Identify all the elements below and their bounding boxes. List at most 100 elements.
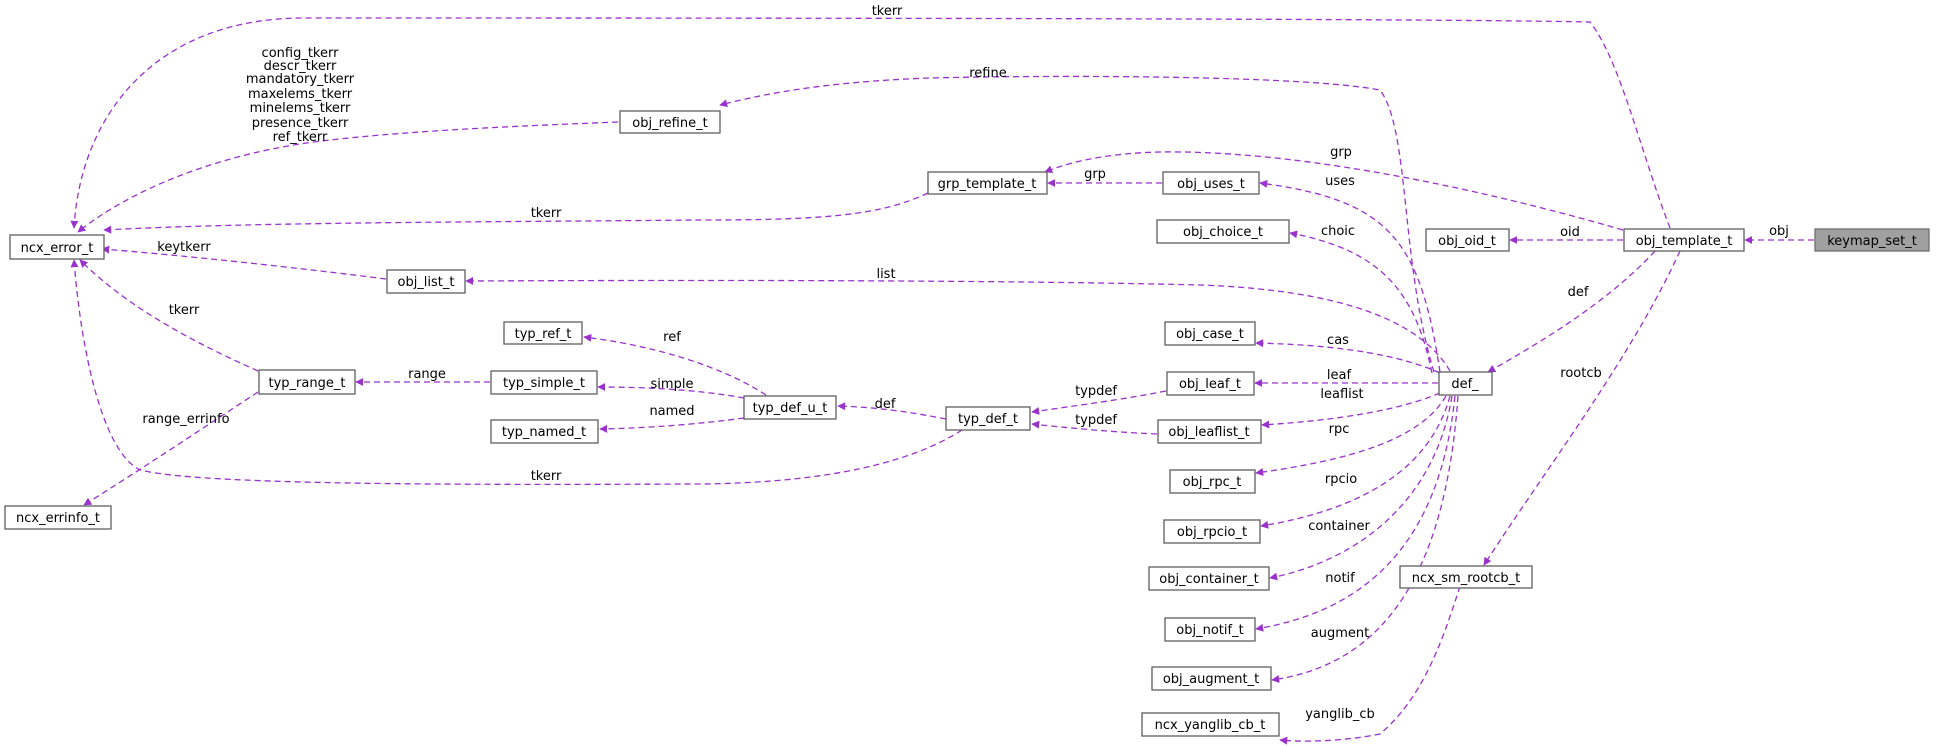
edge-named: [599, 417, 745, 433]
edge-list: [465, 276, 1451, 372]
edge-container: [1269, 395, 1453, 581]
label-tkerr-grp: tkerr: [531, 206, 562, 221]
label-obj: obj: [1769, 224, 1789, 239]
svg-text:obj_leaf_t: obj_leaf_t: [1179, 377, 1241, 392]
svg-text:ncx_error_t: ncx_error_t: [21, 241, 94, 256]
svg-text:ncx_sm_rootcb_t: ncx_sm_rootcb_t: [1412, 571, 1521, 586]
svg-text:obj_rpcio_t: obj_rpcio_t: [1177, 525, 1247, 540]
node-typ-def-t[interactable]: typ_def_t: [945, 406, 1031, 431]
node-def[interactable]: def_: [1438, 371, 1493, 396]
svg-text:obj_uses_t: obj_uses_t: [1177, 177, 1245, 192]
edge-def-typdef: [837, 402, 947, 420]
label-config-tkerr: config_tkerr: [262, 46, 340, 61]
node-ncx-sm-rootcb-t[interactable]: ncx_sm_rootcb_t: [1399, 565, 1533, 589]
node-obj-uses-t[interactable]: obj_uses_t: [1162, 171, 1260, 195]
svg-text:obj_leaflist_t: obj_leaflist_t: [1168, 425, 1249, 440]
edge-typdef-leaf: [1031, 390, 1167, 415]
label-yanglib-cb: yanglib_cb: [1305, 707, 1375, 722]
label-container: container: [1308, 519, 1370, 534]
node-obj-leaflist-t[interactable]: obj_leaflist_t: [1157, 419, 1262, 444]
label-maxelems-tkerr: maxelems_tkerr: [248, 87, 353, 102]
edge-tkerr-range: [79, 259, 259, 372]
label-refine: refine: [969, 66, 1006, 81]
node-obj-template-t[interactable]: obj_template_t: [1623, 228, 1745, 252]
svg-text:obj_augment_t: obj_augment_t: [1163, 672, 1259, 687]
node-typ-range-t[interactable]: typ_range_t: [258, 369, 356, 395]
label-def-typdef: def: [875, 397, 896, 412]
label-rpc: rpc: [1329, 422, 1350, 437]
node-ncx-error-t[interactable]: ncx_error_t: [9, 234, 105, 260]
svg-text:obj_refine_t: obj_refine_t: [632, 116, 707, 131]
edge-ref: [583, 333, 767, 396]
node-obj-rpc-t[interactable]: obj_rpc_t: [1169, 469, 1256, 494]
label-uses: uses: [1325, 174, 1355, 189]
label-range-errinfo: range_errinfo: [142, 412, 229, 427]
label-augment: augment: [1311, 626, 1369, 641]
label-tkerr-typdef: tkerr: [531, 469, 562, 484]
node-ncx-yanglib-cb-t[interactable]: ncx_yanglib_cb_t: [1141, 712, 1280, 737]
edge-choic: [1289, 230, 1433, 374]
label-list: list: [876, 267, 895, 282]
label-keytkerr: keytkerr: [157, 240, 211, 255]
node-typ-simple-t[interactable]: typ_simple_t: [490, 370, 598, 395]
node-obj-leaf-t[interactable]: obj_leaf_t: [1166, 371, 1255, 396]
edge-rpcio: [1260, 395, 1451, 529]
svg-text:obj_container_t: obj_container_t: [1159, 572, 1259, 587]
node-obj-oid-t[interactable]: obj_oid_t: [1425, 228, 1510, 252]
edge-grp-top: [1044, 151, 1624, 231]
node-obj-notif-t[interactable]: obj_notif_t: [1164, 617, 1256, 642]
svg-text:ncx_errinfo_t: ncx_errinfo_t: [16, 511, 100, 526]
svg-text:obj_case_t: obj_case_t: [1176, 327, 1244, 342]
svg-text:obj_notif_t: obj_notif_t: [1176, 623, 1243, 638]
edge-tkerr-top: [70, 17, 1671, 229]
node-typ-def-u-t[interactable]: typ_def_u_t: [743, 395, 837, 420]
label-notif: notif: [1325, 571, 1355, 586]
label-leaf: leaf: [1327, 368, 1352, 383]
svg-text:obj_rpc_t: obj_rpc_t: [1183, 475, 1242, 490]
node-grp-template-t[interactable]: grp_template_t: [927, 171, 1048, 195]
label-rpcio: rpcio: [1325, 472, 1357, 487]
node-obj-refine-t[interactable]: obj_refine_t: [619, 110, 721, 134]
edge-typdef-leaflist: [1031, 420, 1158, 435]
svg-text:typ_named_t: typ_named_t: [502, 425, 586, 440]
edge-yanglib-cb: [1279, 585, 1461, 745]
node-obj-rpcio-t[interactable]: obj_rpcio_t: [1163, 519, 1261, 544]
label-grp-mid: grp: [1084, 167, 1106, 182]
node-typ-named-t[interactable]: typ_named_t: [490, 419, 599, 444]
label-typdef-leaf: typdef: [1075, 384, 1117, 399]
edge-range-errinfo: [83, 391, 259, 506]
node-obj-case-t[interactable]: obj_case_t: [1164, 321, 1256, 346]
edge-simple: [597, 383, 745, 399]
edge-augment: [1271, 395, 1459, 683]
edge-refine-tkerr: [77, 121, 619, 233]
node-obj-choice-t[interactable]: obj_choice_t: [1156, 219, 1290, 244]
label-tkerr-range: tkerr: [169, 303, 200, 318]
edge-keytkerr: [101, 245, 387, 280]
label-choic: choic: [1321, 224, 1355, 239]
edge-def-template: [1487, 250, 1656, 373]
node-typ-ref-t[interactable]: typ_ref_t: [503, 321, 583, 345]
node-obj-list-t[interactable]: obj_list_t: [386, 269, 466, 294]
node-keymap-set-t[interactable]: keymap_set_t: [1814, 228, 1930, 252]
edge-uses: [1259, 179, 1441, 373]
svg-text:typ_def_t: typ_def_t: [958, 412, 1018, 427]
node-ncx-errinfo-t[interactable]: ncx_errinfo_t: [4, 505, 112, 530]
node-obj-container-t[interactable]: obj_container_t: [1148, 566, 1270, 591]
svg-text:grp_template_t: grp_template_t: [938, 177, 1037, 192]
svg-text:typ_range_t: typ_range_t: [269, 376, 346, 391]
label-minelems-tkerr: minelems_tkerr: [250, 101, 351, 116]
node-obj-augment-t[interactable]: obj_augment_t: [1151, 666, 1272, 691]
edge-tkerr-grp: [103, 192, 929, 234]
label-range: range: [408, 367, 446, 382]
svg-text:typ_simple_t: typ_simple_t: [503, 376, 585, 391]
label-def-template: def: [1568, 285, 1589, 300]
label-rootcb: rootcb: [1560, 366, 1601, 381]
label-oid: oid: [1560, 225, 1580, 240]
label-grp-top: grp: [1330, 145, 1352, 160]
svg-text:typ_def_u_t: typ_def_u_t: [753, 401, 828, 416]
edge-rootcb: [1483, 250, 1681, 566]
label-presence-tkerr: presence_tkerr: [252, 116, 349, 131]
edge-rpc: [1255, 395, 1447, 476]
svg-text:obj_template_t: obj_template_t: [1636, 234, 1733, 249]
